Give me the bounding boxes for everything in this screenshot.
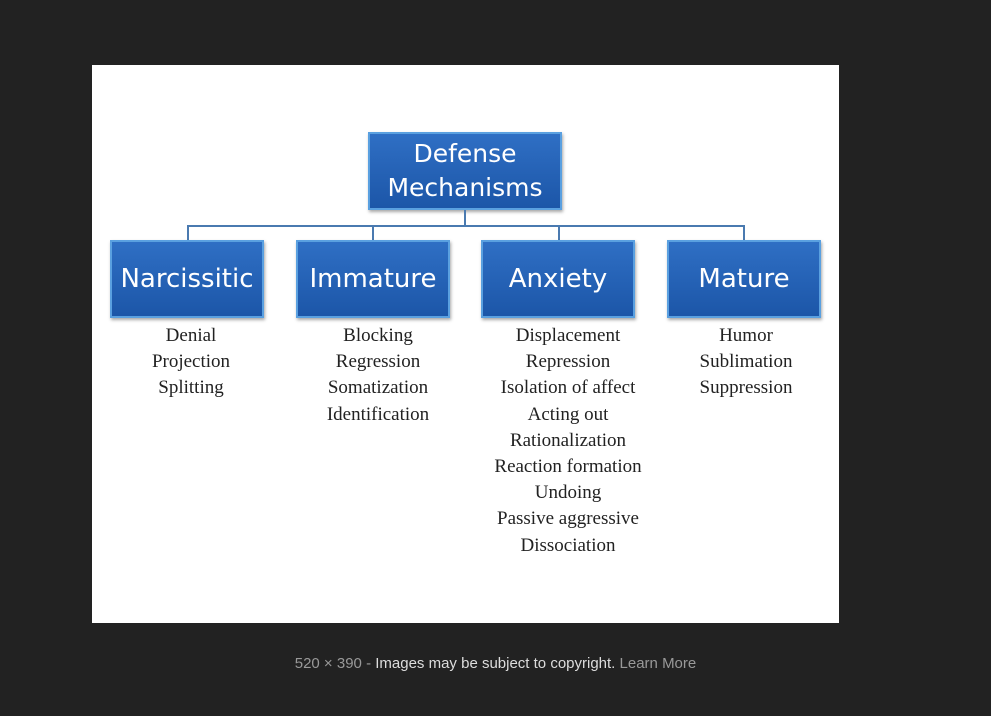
list-item: Suppression <box>699 377 793 399</box>
list-item: Dissociation <box>520 534 616 556</box>
root-label-line1: Defense <box>413 139 517 168</box>
image-footer: 520 × 390 - Images may be subject to cop… <box>0 655 991 672</box>
image-dimensions: 520 × 390 <box>294 655 362 672</box>
list-item: Reaction formation <box>494 456 642 478</box>
separator: - <box>366 655 372 672</box>
list-item: Denial <box>165 325 217 346</box>
node-mature: Mature <box>667 240 821 318</box>
connector-root <box>464 210 466 226</box>
copyright-notice: Images may be subject to copyright. <box>375 655 616 672</box>
connector-4 <box>743 225 745 241</box>
list-item: Passive aggressive <box>497 508 639 530</box>
list-item: Isolation of affect <box>500 377 636 399</box>
list-item: Regression <box>335 351 421 373</box>
list-anxiety: Displacement Repression Isolation of aff… <box>468 323 668 559</box>
list-item: Acting out <box>527 403 609 425</box>
list-item: Displacement <box>515 325 621 346</box>
node-anxiety: Anxiety <box>481 240 635 318</box>
list-item: Repression <box>525 351 611 373</box>
node-narcissitic: Narcissitic <box>110 240 264 318</box>
connector-2 <box>372 225 374 241</box>
list-item: Sublimation <box>699 351 793 373</box>
list-mature: Humor Sublimation Suppression <box>646 323 846 402</box>
node-immature: Immature <box>296 240 450 318</box>
list-item: Blocking <box>343 325 413 346</box>
root-label-line2: Mechanisms <box>387 173 543 202</box>
list-item: Humor <box>719 325 773 346</box>
connector-1 <box>187 225 189 241</box>
learn-more-link[interactable]: Learn More <box>619 655 697 672</box>
connector-3 <box>558 225 560 241</box>
list-item: Projection <box>151 351 231 373</box>
list-item: Rationalization <box>509 429 627 451</box>
list-item: Identification <box>326 403 430 425</box>
list-item: Undoing <box>534 482 602 504</box>
list-narcissitic: Denial Projection Splitting <box>91 323 291 402</box>
list-item: Somatization <box>327 377 429 399</box>
list-item: Splitting <box>158 377 224 399</box>
list-immature: Blocking Regression Somatization Identif… <box>278 323 478 428</box>
connector-horizontal <box>187 225 745 227</box>
